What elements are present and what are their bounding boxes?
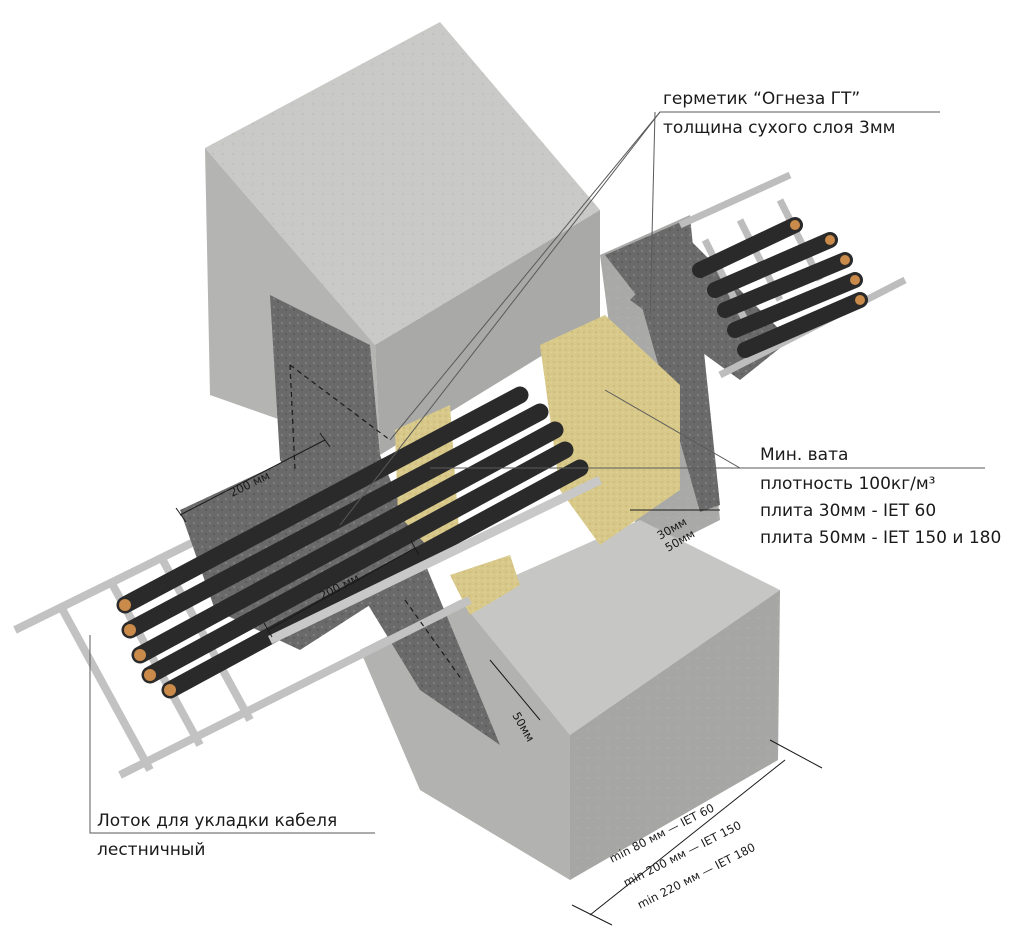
wool-label-line3: плита 30мм - IET 60 — [760, 501, 936, 521]
cable-tray-left-front-rail — [268, 475, 602, 645]
cables-right — [692, 217, 868, 358]
sealant-label-line1: герметик “Огнеза ГТ” — [663, 89, 860, 109]
tray-label-line1: Лоток для укладки кабеля — [97, 811, 337, 831]
sealant-zone-outline — [289, 364, 463, 681]
sealant-label-line2: толщина сухого слоя 3мм — [663, 118, 895, 138]
concrete-right-face — [375, 210, 600, 455]
tray-label-line2: лестничный — [97, 840, 205, 860]
concrete-wall-upper — [205, 22, 600, 455]
leader-lines — [89, 111, 985, 834]
callout-sealant: герметик “Огнеза ГТ” толщина сухого слоя… — [663, 89, 895, 138]
dimension-lines — [175, 432, 823, 926]
callout-mineral-wool: Мин. вата плотность 100кг/м³ плита 30мм … — [760, 445, 1001, 548]
concrete-lower-front — [460, 520, 780, 735]
wool-label-line1: Мин. вата — [760, 445, 848, 465]
wool-label-line4: плита 50мм - IET 150 и 180 — [760, 528, 1001, 548]
cables-left — [116, 386, 589, 699]
wool-label-line2: плотность 100кг/м³ — [760, 474, 936, 494]
callout-tray: Лоток для укладки кабеля лестничный — [97, 811, 337, 860]
